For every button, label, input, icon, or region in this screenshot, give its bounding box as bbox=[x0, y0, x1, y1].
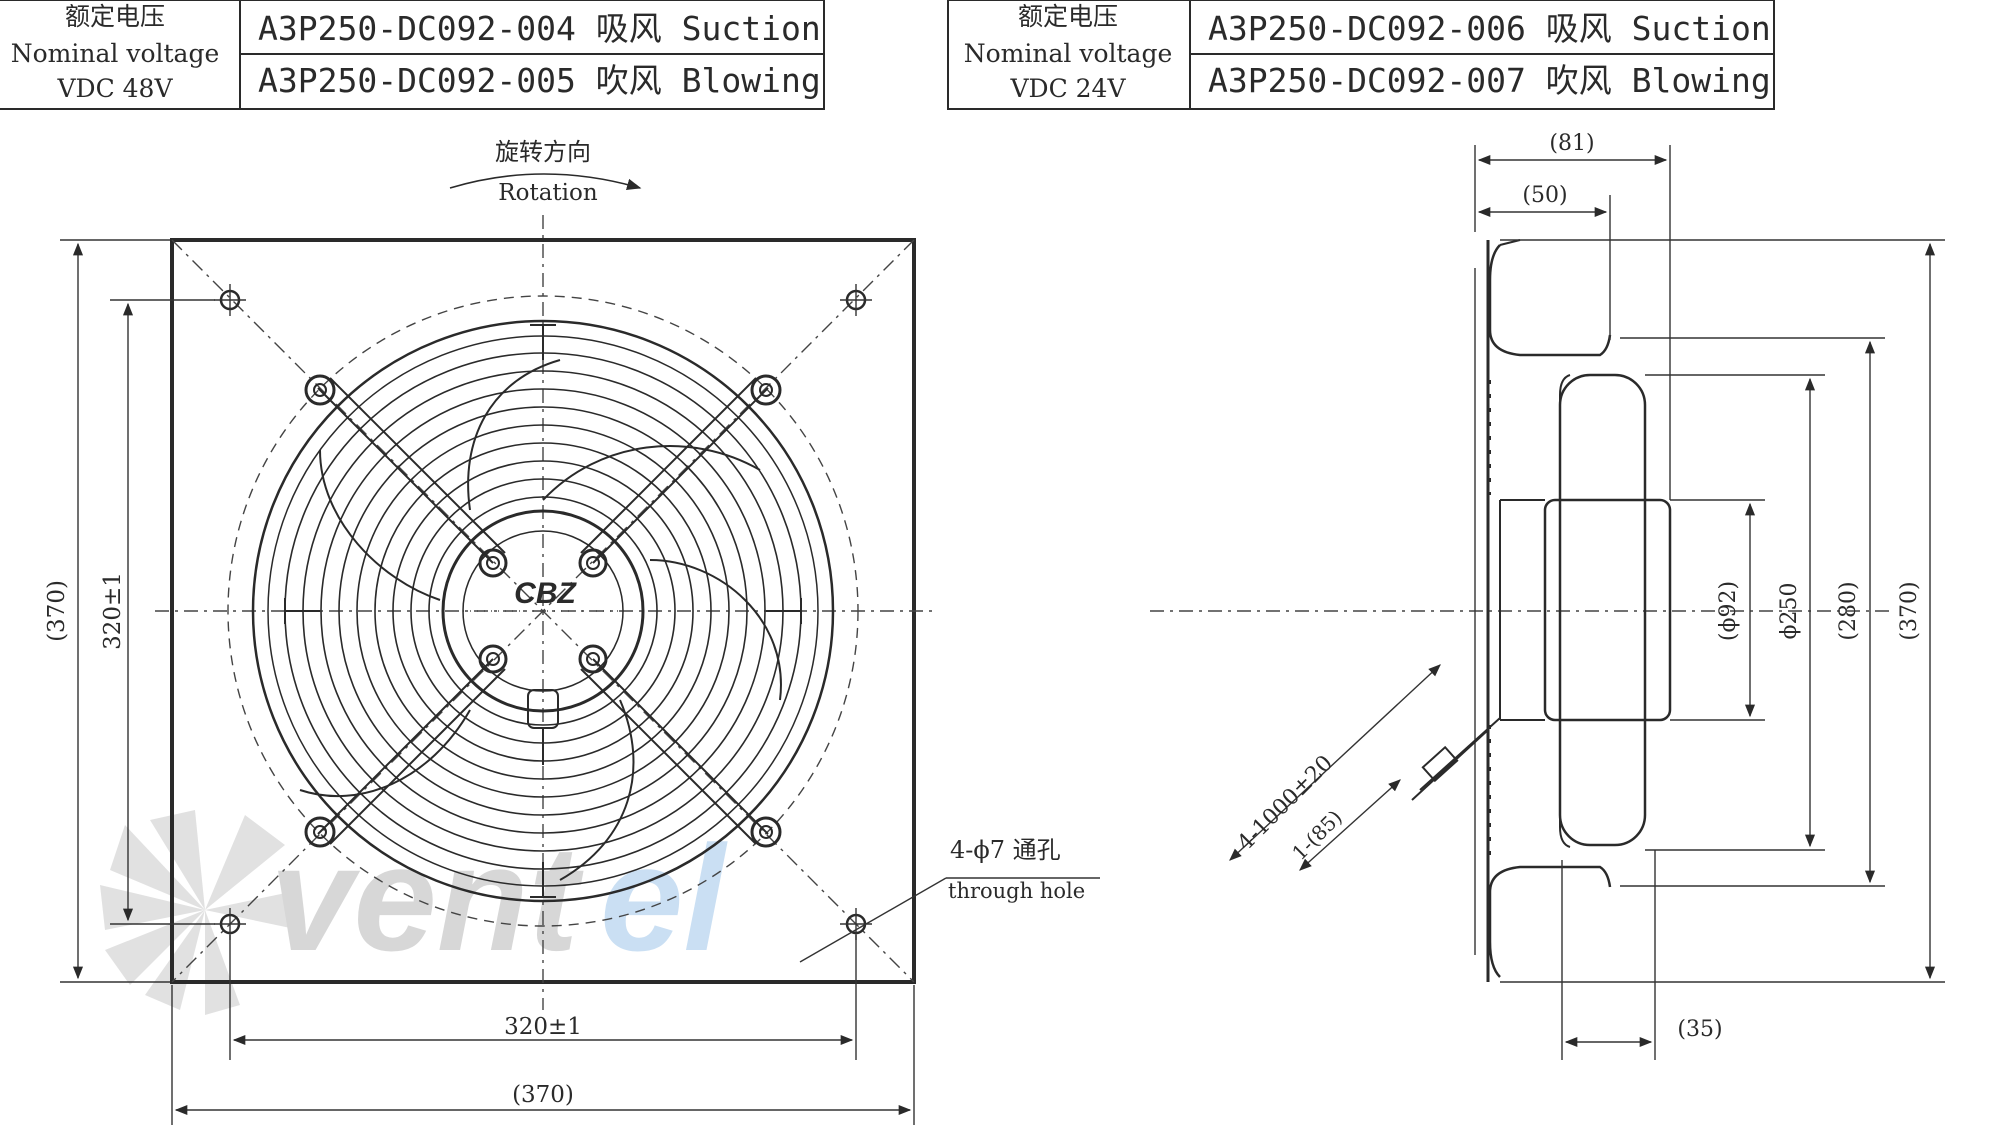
model-blowing: A3P250-DC092-005 吹风 Blowing bbox=[258, 61, 821, 100]
rotation-label-cn: 旋转方向 bbox=[495, 138, 591, 166]
hole-note: 4-ϕ7 通孔 bbox=[950, 836, 1061, 864]
dim-motor-92: (ϕ92) bbox=[1716, 581, 1741, 641]
rotation-label-en: Rotation bbox=[498, 180, 598, 206]
voltage-label-en: Nominal voltage bbox=[11, 39, 220, 68]
impeller-profile bbox=[1558, 373, 1647, 847]
voltage-value: VDC 48V bbox=[56, 74, 173, 103]
brand-logo: CBZ bbox=[514, 577, 577, 610]
rotation-arrow bbox=[449, 173, 642, 190]
fan-blades bbox=[299, 359, 782, 881]
voltage-value: VDC 24V bbox=[1009, 74, 1126, 103]
mounting-holes bbox=[214, 284, 872, 940]
spec-table-24v: 额定电压 Nominal voltage VDC 24V A3P250-DC09… bbox=[947, 0, 1775, 110]
dim-ring-280: (280) bbox=[1836, 581, 1861, 640]
guard-arms bbox=[317, 377, 769, 845]
spec-table-48v: 额定电压 Nominal voltage VDC 48V A3P250-DC09… bbox=[0, 0, 825, 110]
front-view: CBZ 旋转方向 Ro bbox=[44, 138, 1100, 1125]
side-view: 4-1000±20 1-(85) (81) (50) (ϕ92) ϕ250 (2… bbox=[1150, 131, 1945, 1060]
voltage-label-en: Nominal voltage bbox=[964, 39, 1173, 68]
svg-text:el: el bbox=[600, 814, 728, 982]
model-suction: A3P250-DC092-006 吸风 Suction bbox=[1208, 9, 1771, 48]
guard-bolts bbox=[304, 374, 782, 848]
model-suction: A3P250-DC092-004 吸风 Suction bbox=[258, 9, 821, 48]
dim-depth-50: (50) bbox=[1522, 183, 1567, 208]
dim-overall-370: (370) bbox=[1897, 581, 1922, 640]
dim-impeller-250: ϕ250 bbox=[1777, 583, 1802, 640]
voltage-label-cn: 额定电压 bbox=[65, 2, 165, 31]
dim-hole-vertical: 320±1 bbox=[100, 572, 126, 650]
dim-hole-horizontal: 320±1 bbox=[504, 1014, 582, 1040]
hole-note-en: through hole bbox=[948, 879, 1085, 903]
ventel-watermark: vent el bbox=[100, 810, 728, 1015]
dim-offset-35: (35) bbox=[1677, 1017, 1722, 1042]
voltage-label-cn: 额定电压 bbox=[1018, 2, 1118, 31]
dim-width-370: (370) bbox=[512, 1082, 574, 1108]
dim-height-370: (370) bbox=[44, 580, 70, 642]
motor-body bbox=[1543, 498, 1672, 722]
model-blowing: A3P250-DC092-007 吹风 Blowing bbox=[1208, 61, 1771, 100]
dim-depth-81: (81) bbox=[1549, 131, 1594, 156]
